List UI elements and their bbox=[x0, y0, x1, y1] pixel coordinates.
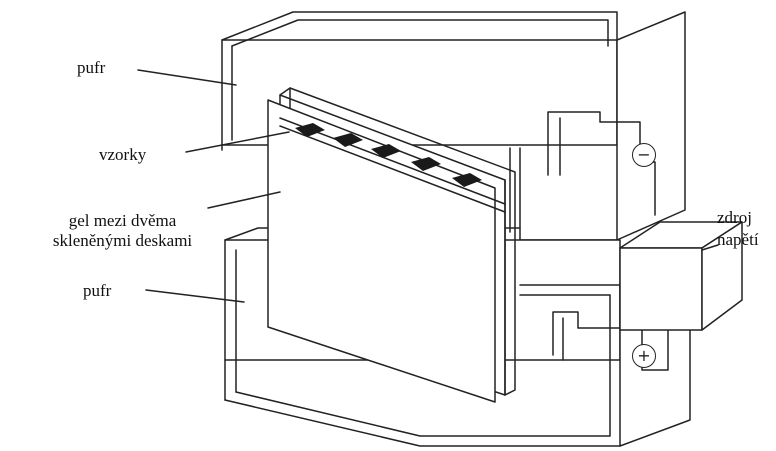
sample-well bbox=[295, 123, 325, 137]
power-supply-box bbox=[619, 221, 743, 331]
sample-well bbox=[371, 144, 401, 158]
label-power-supply: zdroj napětí bbox=[717, 207, 759, 251]
plus-icon: + bbox=[632, 344, 656, 368]
label-gel: gel mezi dvěma skleněnými deskami bbox=[10, 211, 235, 250]
label-gel-line2: skleněnými deskami bbox=[52, 230, 193, 250]
leader-lines bbox=[137, 69, 719, 303]
sample-well bbox=[333, 133, 363, 147]
sample-well bbox=[452, 173, 482, 187]
label-buffer-bottom: pufr bbox=[83, 281, 112, 300]
sample-wells bbox=[295, 123, 482, 187]
gel-glass-plates bbox=[267, 87, 516, 403]
label-power-line1: zdroj bbox=[717, 208, 752, 227]
label-gel-line1: gel mezi dvěma bbox=[68, 211, 177, 230]
label-power-line2: napětí bbox=[717, 230, 759, 250]
label-samples: vzorky bbox=[99, 145, 147, 164]
label-buffer-top: pufr bbox=[77, 58, 106, 77]
sample-well bbox=[411, 157, 441, 171]
minus-icon: − bbox=[632, 143, 656, 167]
